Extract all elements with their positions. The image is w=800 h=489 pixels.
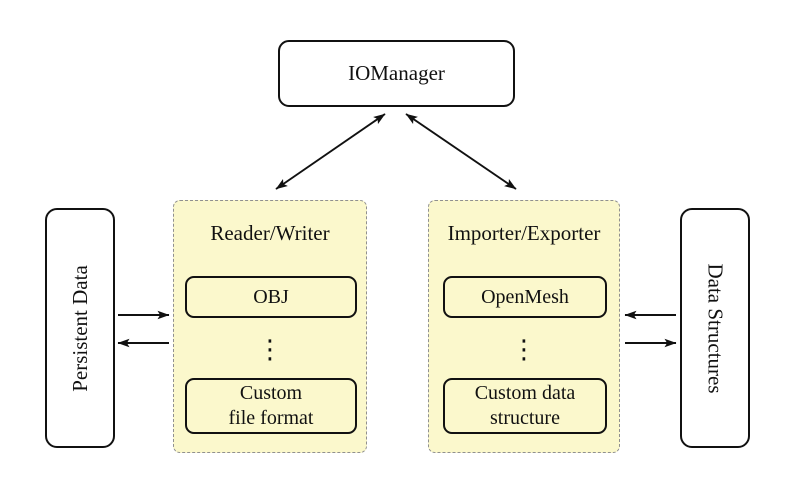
arrow-iomanager-readerwriter <box>275 113 386 190</box>
obj-node: OBJ <box>185 276 357 318</box>
obj-label: OBJ <box>253 285 289 308</box>
custom-file-format-line1: Custom <box>239 382 303 404</box>
importer-exporter-group: Importer/Exporter OpenMesh ⋮ Custom data… <box>428 200 620 453</box>
arrow-iomanager-importerexporter <box>405 113 517 190</box>
data-structures-node: Data Structures <box>680 208 750 448</box>
data-structures-label: Data Structures <box>703 262 728 394</box>
openmesh-label: OpenMesh <box>481 285 569 308</box>
iomanager-label: IOManager <box>348 61 445 85</box>
custom-data-structure-line2: structure <box>490 407 560 429</box>
iomanager-node: IOManager <box>278 40 515 107</box>
custom-data-structure-line1: Custom data <box>474 382 576 404</box>
reader-writer-group: Reader/Writer OBJ ⋮ Custom file format <box>173 200 367 453</box>
reader-writer-title: Reader/Writer <box>210 221 330 245</box>
persistent-data-label: Persistent Data <box>67 264 92 392</box>
custom-data-structure-node: Custom data structure <box>443 378 607 434</box>
persistent-data-node: Persistent Data <box>45 208 115 448</box>
custom-file-format-node: Custom file format <box>185 378 357 434</box>
reader-writer-ellipsis: ⋮ <box>257 335 283 365</box>
importer-exporter-title: Importer/Exporter <box>447 221 601 245</box>
openmesh-node: OpenMesh <box>443 276 607 318</box>
importer-exporter-ellipsis: ⋮ <box>511 335 537 365</box>
custom-file-format-line2: file format <box>228 407 314 429</box>
